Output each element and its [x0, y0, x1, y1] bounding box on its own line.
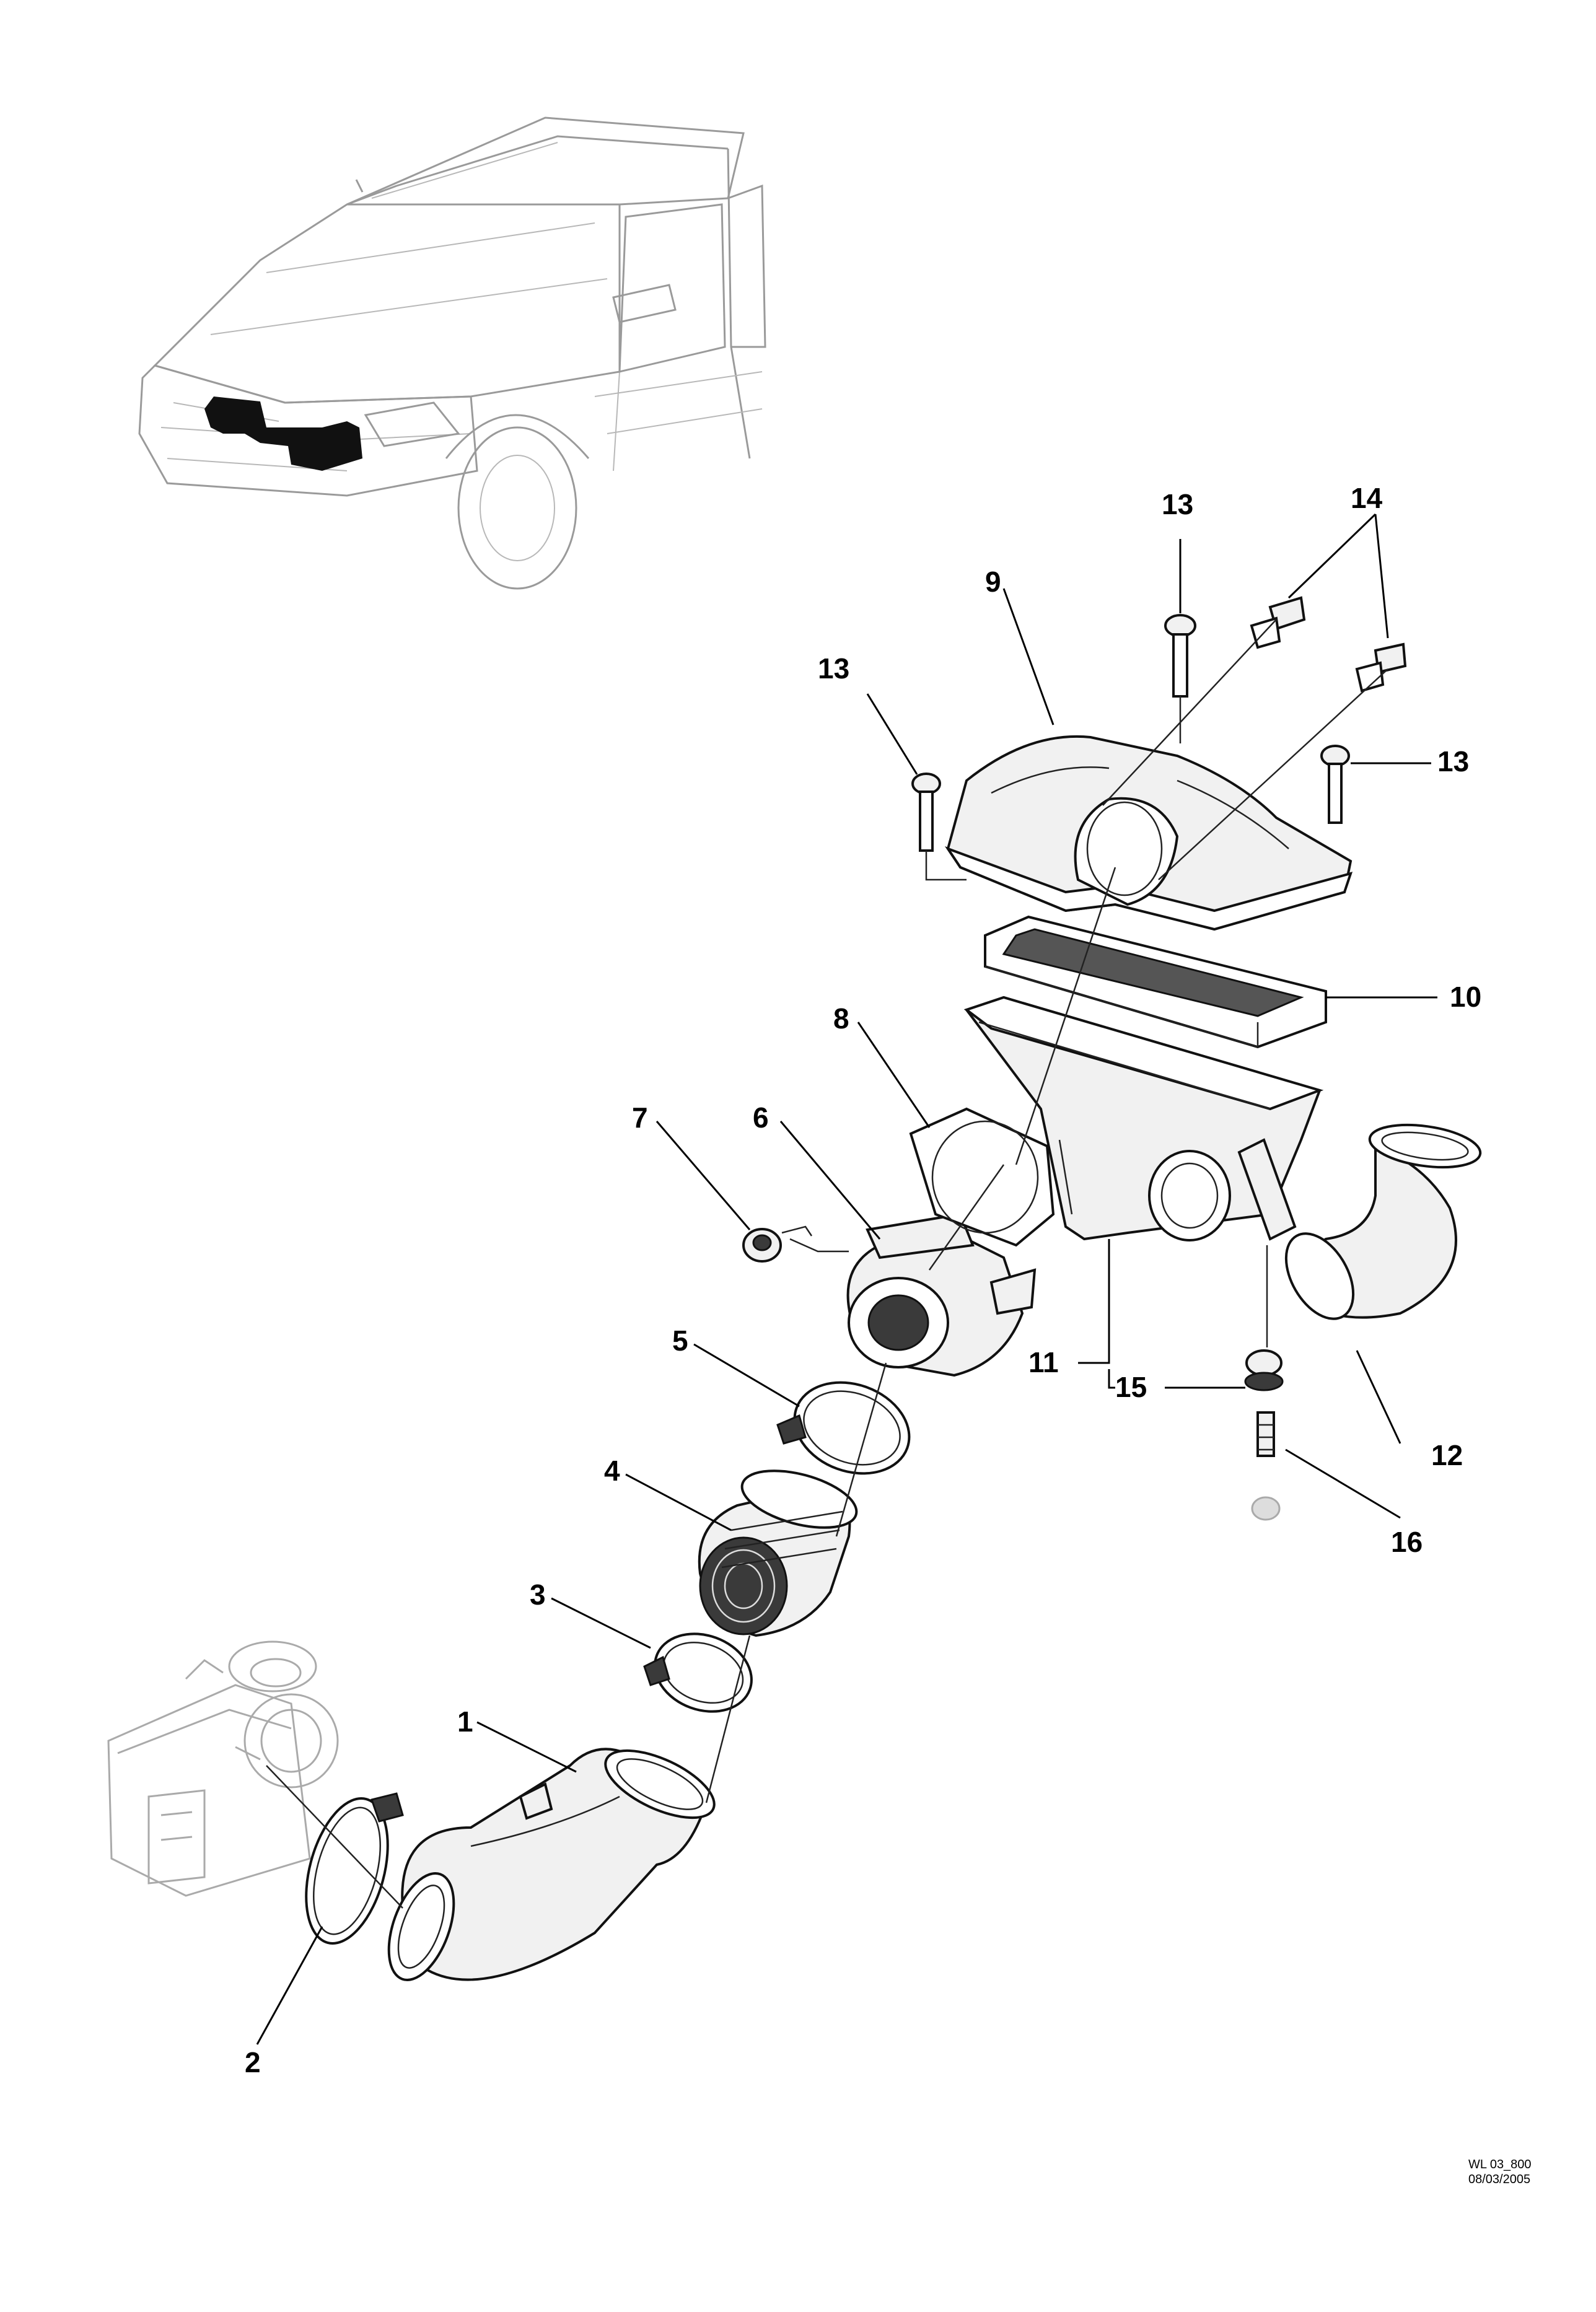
- callout-13-top: 13: [1162, 488, 1193, 520]
- reference-date: 08/03/2005: [1468, 2173, 1530, 2186]
- part-13-bolt-right: [1320, 745, 1350, 824]
- callout-10: 10: [1450, 981, 1481, 1013]
- part-14-clip-left: [1250, 596, 1306, 649]
- part-11-lower-housing: [963, 996, 1324, 1241]
- callout-8: 8: [833, 1002, 849, 1035]
- part-15-grommet: [1244, 1245, 1284, 1391]
- callout-11: 11: [1028, 1346, 1059, 1378]
- part-14-clip-right: [1355, 642, 1407, 693]
- callout-14: 14: [1351, 482, 1383, 514]
- part-6-air-mass-meter: [846, 1212, 1037, 1377]
- throttle-body-illustration: [107, 1640, 339, 1897]
- callout-leaders: [256, 513, 1437, 2045]
- callout-12: 12: [1431, 1439, 1463, 1471]
- callout-13-left: 13: [818, 652, 849, 685]
- intake-location-highlight: [204, 396, 362, 471]
- part-5-hose-clamp: [776, 1381, 911, 1475]
- callout-16: 16: [1391, 1526, 1423, 1558]
- callout-9: 9: [985, 566, 1001, 598]
- callout-3: 3: [530, 1579, 546, 1611]
- part-10-filter-element: [984, 915, 1327, 1049]
- part-2-hose-clamp: [305, 1792, 404, 1945]
- callout-15: 15: [1115, 1371, 1147, 1403]
- reference-code: WL 03_800: [1468, 2158, 1532, 2171]
- assembly-lines: [266, 619, 1388, 1909]
- callout-7: 7: [632, 1101, 648, 1134]
- vehicle-locator-illustration: [138, 116, 766, 590]
- callout-1: 1: [457, 1706, 473, 1738]
- callout-13-right: 13: [1437, 745, 1469, 777]
- part-8-gasket: [909, 1107, 1055, 1247]
- part-13-bolt-top: [1164, 614, 1196, 698]
- callout-labels: 1 2 3 4 5 6 7 8 9 10 11 12 13 13 13 14 1…: [245, 482, 1481, 2078]
- part-3-hose-clamp: [643, 1632, 753, 1713]
- drawing-reference: WL 03_800 08/03/2005: [1468, 2158, 1532, 2186]
- callout-2: 2: [245, 2046, 261, 2078]
- callout-4: 4: [604, 1455, 620, 1487]
- part-9-upper-cover: [944, 735, 1353, 931]
- callout-6: 6: [753, 1101, 769, 1134]
- part-12-intake-elbow: [1284, 1123, 1482, 1320]
- part-13-bolt-left: [911, 773, 941, 852]
- part-7-grommet: [742, 1225, 813, 1263]
- part-16-drain-valve: [1251, 1411, 1281, 1521]
- part-1-intake-hose: [387, 1748, 716, 1981]
- part-4-flexible-connector: [698, 1469, 858, 1637]
- callout-5: 5: [672, 1325, 688, 1357]
